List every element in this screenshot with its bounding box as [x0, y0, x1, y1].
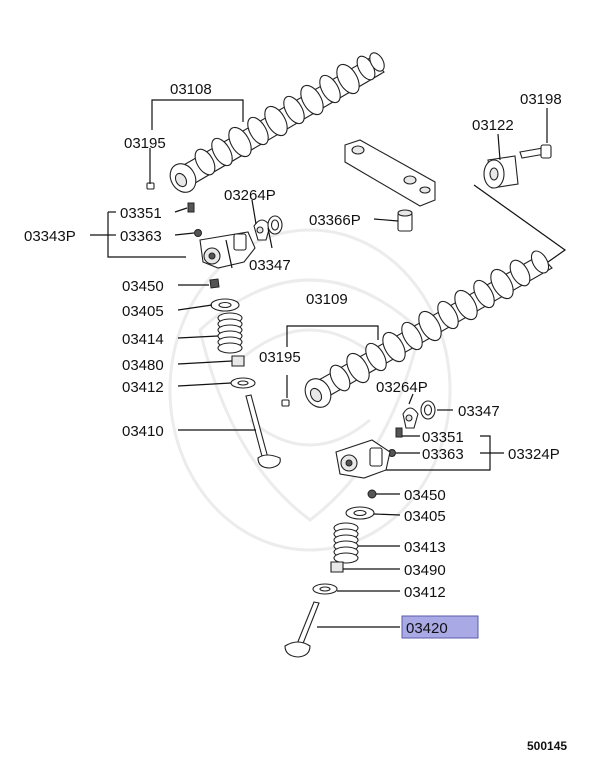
label-03405-left[interactable]: 03405	[122, 303, 164, 320]
valve-spring-03414[interactable]	[217, 312, 243, 354]
part-highlight	[401, 615, 479, 639]
label-03351-left[interactable]: 03351	[120, 205, 162, 222]
bolt-03198[interactable]	[519, 144, 552, 159]
label-03413[interactable]: 03413	[404, 539, 446, 556]
sprocket-hub-03122[interactable]	[483, 155, 519, 189]
label-03410[interactable]: 03410	[122, 423, 164, 440]
label-03405-right[interactable]: 03405	[404, 508, 446, 525]
valve-03420[interactable]	[284, 601, 320, 658]
label-03414[interactable]: 03414	[122, 331, 164, 348]
camshaft-lower[interactable]	[300, 248, 553, 412]
diagram-id: 500145	[527, 739, 567, 753]
rocker-adjuster-left[interactable]	[199, 231, 256, 269]
seal-03480[interactable]	[231, 355, 245, 367]
label-03412-left[interactable]: 03412	[122, 379, 164, 396]
camshaft-upper[interactable]	[165, 50, 387, 197]
label-03450-right[interactable]: 03450	[404, 487, 446, 504]
label-03347-left[interactable]: 03347	[249, 257, 291, 274]
label-03450-left[interactable]: 03450	[122, 278, 164, 295]
pivot-03363-left[interactable]	[194, 229, 202, 237]
cotter-03450-right[interactable]	[367, 489, 377, 499]
leader-lines	[90, 99, 548, 628]
label-03490[interactable]: 03490	[404, 562, 446, 579]
lifter-03366P[interactable]	[397, 209, 413, 232]
label-03109[interactable]: 03109	[306, 291, 348, 308]
seal-03490[interactable]	[330, 561, 344, 573]
label-03363-left[interactable]: 03363	[120, 228, 162, 245]
guide-line-right	[473, 184, 567, 263]
labels: 03108 03195 03351 03343P 03363 03264P 03…	[24, 81, 567, 753]
label-03363-right[interactable]: 03363	[422, 446, 464, 463]
label-03195-upper[interactable]: 03195	[124, 135, 166, 152]
bracket-upper[interactable]	[344, 139, 436, 207]
label-03198[interactable]: 03198	[520, 91, 562, 108]
label-03347-right[interactable]: 03347	[458, 403, 500, 420]
label-03420[interactable]: 03420	[406, 620, 448, 637]
label-03366P[interactable]: 03366P	[309, 212, 361, 229]
label-03343P[interactable]: 03343P	[24, 228, 76, 245]
label-03195-lower[interactable]: 03195	[259, 349, 301, 366]
label-03264P-right[interactable]: 03264P	[376, 379, 428, 396]
spring-03351-left[interactable]	[187, 202, 195, 213]
valve-spring-03413[interactable]	[333, 522, 359, 564]
label-03480[interactable]: 03480	[122, 357, 164, 374]
label-03264P-left[interactable]: 03264P	[224, 187, 276, 204]
rocker-adjuster-right[interactable]	[335, 439, 391, 479]
label-03412-right[interactable]: 03412	[404, 584, 446, 601]
label-03108[interactable]: 03108	[170, 81, 212, 98]
label-03324P[interactable]: 03324P	[508, 446, 560, 463]
label-03351-right[interactable]: 03351	[422, 429, 464, 446]
cotter-03450-left[interactable]	[209, 278, 220, 289]
label-03122[interactable]: 03122	[472, 117, 514, 134]
spring-03351-right[interactable]	[395, 427, 403, 438]
dowel-pin-lower[interactable]	[281, 399, 290, 407]
watermark-emblem	[168, 228, 452, 552]
valve-03410[interactable]	[245, 394, 281, 469]
